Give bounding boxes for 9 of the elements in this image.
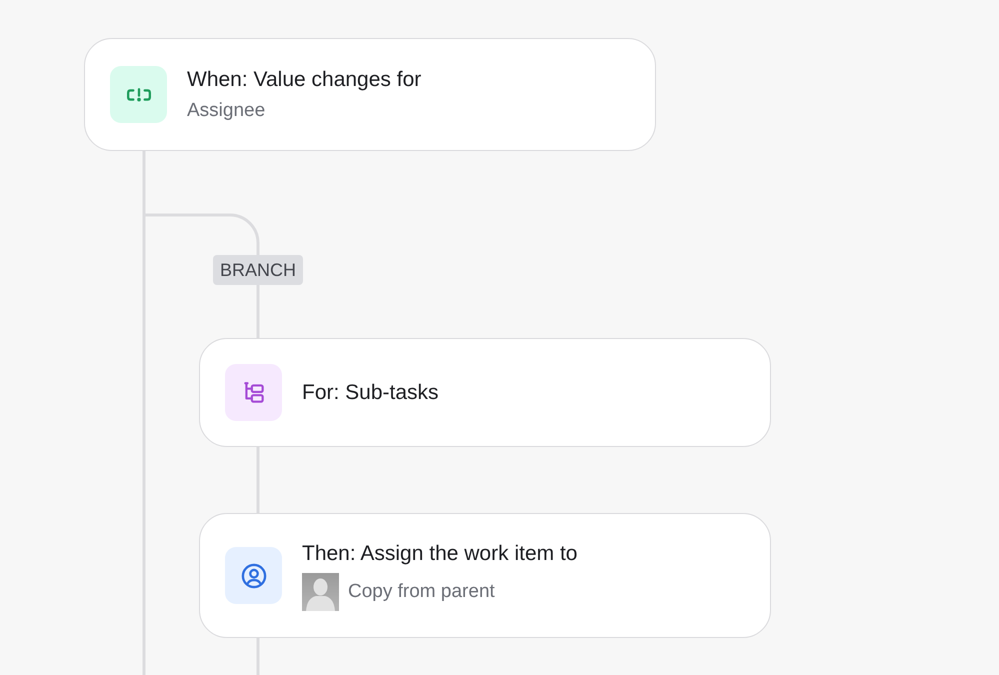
step-card — [84, 38, 656, 151]
step-detail: Assignee — [187, 98, 266, 122]
step-title: When: Value changes for — [187, 66, 422, 92]
step-title: For: Sub-tasks — [302, 380, 439, 406]
edge-label: BRANCH — [213, 255, 303, 285]
step-card — [199, 513, 771, 638]
step-title: Then: Assign the work item to — [302, 540, 578, 566]
step-detail: Copy from parent — [348, 580, 495, 604]
step-card — [199, 338, 771, 447]
